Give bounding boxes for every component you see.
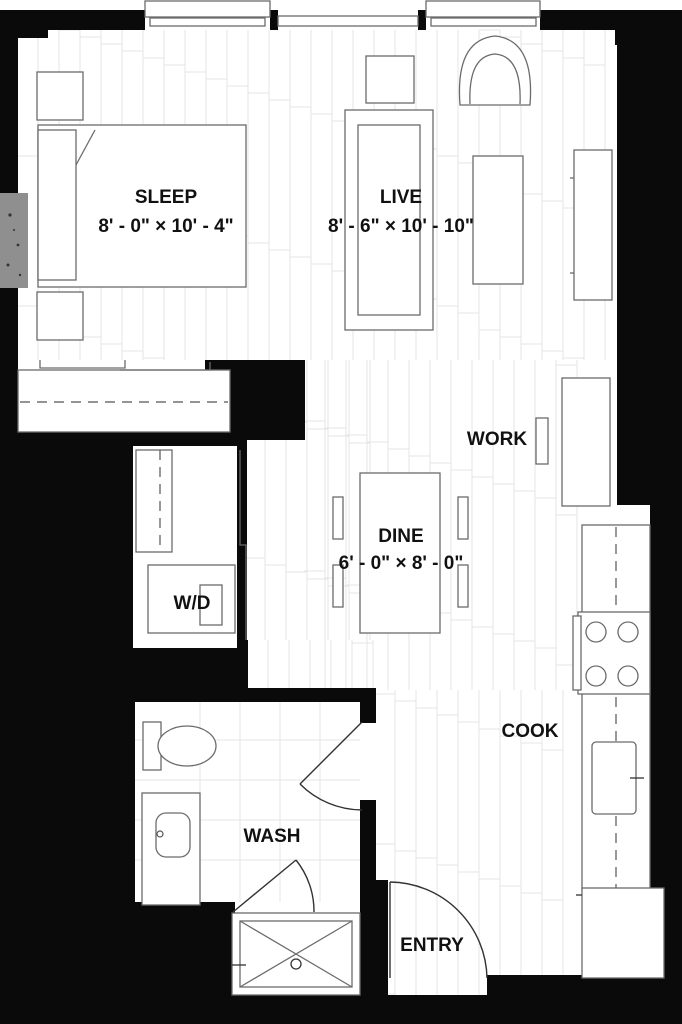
windows xyxy=(144,0,541,27)
kitchen-sink xyxy=(591,741,644,815)
refrigerator xyxy=(576,887,665,979)
nightstand-bottom xyxy=(36,291,84,341)
sleep-closet xyxy=(17,360,231,433)
room-dims-sleep: 8' - 0" × 10' - 4" xyxy=(98,216,233,237)
room-label-entry: ENTRY xyxy=(400,935,464,956)
room-label-work: WORK xyxy=(467,429,527,450)
room-label-sleep: SLEEP xyxy=(135,187,198,208)
bathroom-door xyxy=(299,721,363,811)
range-stove xyxy=(572,611,651,695)
room-label-dine: DINE xyxy=(378,526,423,547)
room-label-wd: W/D xyxy=(174,593,211,614)
entry-door xyxy=(389,881,488,979)
room-dims-live: 8' - 6" × 10' - 10" xyxy=(328,216,474,237)
room-dims-dine: 6' - 0" × 8' - 0" xyxy=(339,553,464,574)
shower xyxy=(231,912,361,996)
armchair xyxy=(458,35,532,106)
walls xyxy=(0,10,682,1024)
dining-table xyxy=(332,472,469,634)
toilet xyxy=(142,721,217,771)
bathroom-vanity xyxy=(141,792,201,906)
room-label-wash: WASH xyxy=(244,826,301,847)
room-label-cook: COOK xyxy=(502,721,559,742)
shower-door xyxy=(232,859,315,913)
sofa xyxy=(344,109,434,331)
stone-column xyxy=(0,193,28,288)
bed xyxy=(37,124,247,288)
coffee-table xyxy=(472,155,524,285)
room-label-live: LIVE xyxy=(380,187,422,208)
side-table xyxy=(365,55,415,104)
desk xyxy=(535,377,611,507)
kitchen-counter xyxy=(581,524,651,891)
wd-closet xyxy=(133,446,247,648)
nightstand-top xyxy=(36,71,84,121)
tv-console xyxy=(570,149,613,301)
